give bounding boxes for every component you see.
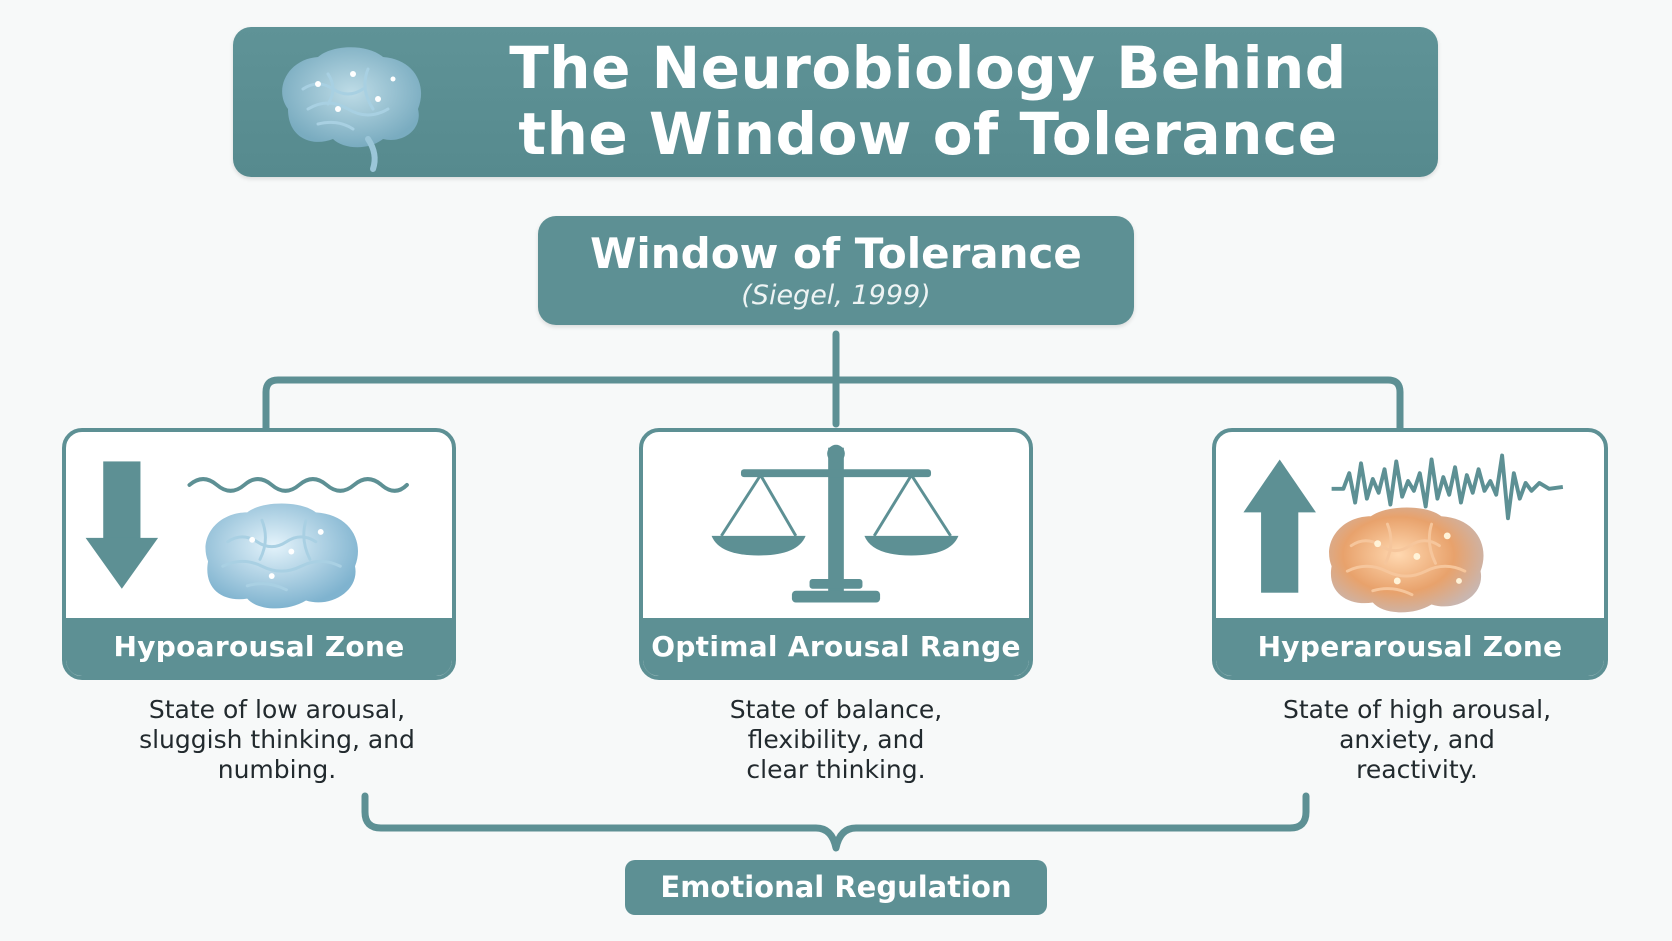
description-line: flexibility, and bbox=[747, 725, 925, 754]
window-of-tolerance-node: Window of Tolerance (Siegel, 1999) bbox=[538, 216, 1134, 325]
root-citation: (Siegel, 1999) bbox=[741, 280, 931, 311]
up-arrow-icon bbox=[1243, 459, 1316, 593]
hyperarousal-label: Hyperarousal Zone bbox=[1216, 618, 1604, 676]
description-line: numbing. bbox=[217, 755, 337, 784]
optimal-arousal-label: Optimal Arousal Range bbox=[643, 618, 1029, 676]
root-title: Window of Tolerance bbox=[590, 229, 1082, 278]
spiky-wave-icon bbox=[1331, 453, 1564, 521]
hyperarousal-card: Hyperarousal Zone bbox=[1212, 428, 1608, 680]
brain-icon bbox=[282, 47, 422, 172]
description-line: State of low arousal, bbox=[148, 695, 406, 724]
hypoarousal-label: Hypoarousal Zone bbox=[66, 618, 452, 676]
slow-wave-icon bbox=[187, 477, 409, 493]
hypoarousal-card: Hypoarousal Zone bbox=[62, 428, 456, 680]
optimal-arousal-card: Optimal Arousal Range bbox=[639, 428, 1033, 680]
title-line-2: the Window of Tolerance bbox=[518, 100, 1338, 168]
hyperarousal-description: State of high arousal, anxiety, and reac… bbox=[1220, 695, 1614, 785]
hyperarousal-art bbox=[1243, 453, 1564, 613]
blue-brain-icon bbox=[205, 503, 358, 609]
emotional-regulation-node: Emotional Regulation bbox=[625, 860, 1047, 915]
optimal-arousal-description: State of balance, flexibility, and clear… bbox=[639, 695, 1033, 785]
title-line-1: The Neurobiology Behind bbox=[509, 34, 1347, 102]
orange-brain-icon bbox=[1329, 507, 1484, 613]
title-banner: The Neurobiology Behind the Window of To… bbox=[233, 27, 1438, 177]
description-line: clear thinking. bbox=[746, 755, 926, 784]
footer-label: Emotional Regulation bbox=[660, 870, 1012, 904]
description-line: sluggish thinking, and bbox=[139, 725, 415, 754]
balance-scale-icon bbox=[711, 444, 959, 603]
down-arrow-icon bbox=[85, 461, 159, 589]
description-line: State of balance, bbox=[729, 695, 943, 724]
hypoarousal-description: State of low arousal, sluggish thinking,… bbox=[80, 695, 474, 785]
optimal-art bbox=[711, 444, 959, 603]
hypoarousal-art bbox=[85, 461, 409, 609]
description-line: State of high arousal, bbox=[1282, 695, 1552, 724]
description-line: anxiety, and bbox=[1339, 725, 1495, 754]
description-line: reactivity. bbox=[1356, 755, 1478, 784]
